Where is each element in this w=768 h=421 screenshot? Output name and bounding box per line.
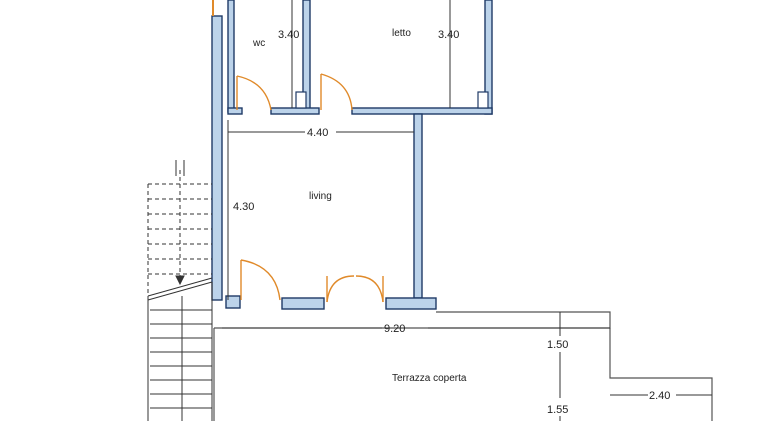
wc-left-wall [227,0,235,113]
left-wall [211,15,223,301]
dim-terrace-upper: 1.50 [547,339,568,351]
room-label-living: living [309,191,332,202]
dim-terrace-side: 2.40 [649,390,670,402]
terrace-outline [213,311,713,421]
doors [236,73,384,303]
room-label-wc: wc [252,38,265,49]
pillars [295,91,489,109]
wc-door-arc [236,75,272,111]
pillar-letto [477,91,489,109]
dim-living-height: 4.30 [233,201,254,213]
bottom-wall-3 [385,297,437,310]
pillar-wc [295,91,307,109]
stairs-dashed [147,170,212,296]
living-right-wall [413,113,423,299]
dim-letto-height: 3.40 [438,29,459,41]
dim-wc-height: 3.40 [278,29,299,41]
dim-terrace-lower: 1.55 [547,404,568,416]
dim-living-width: 4.40 [307,127,328,139]
letto-door-arc [320,73,353,111]
room-label-letto: letto [392,28,411,39]
dim-total-width: 9.20 [384,323,405,335]
bottom-wall-2 [281,297,325,310]
walls [211,0,493,310]
double-door-right-arc [355,275,384,303]
bottom-wall-1 [225,295,241,309]
upper-horizontal-wall-2 [270,107,320,115]
double-door-left-arc [326,275,355,303]
living-door-arc [240,259,281,301]
room-label-terrace: Terrazza coperta [392,373,467,384]
upper-horizontal-wall-1 [227,107,243,115]
upper-horizontal-wall-3 [351,107,493,115]
stairs-solid [147,277,213,421]
dimension-lines [222,0,712,421]
stairs-arrow [175,160,185,286]
